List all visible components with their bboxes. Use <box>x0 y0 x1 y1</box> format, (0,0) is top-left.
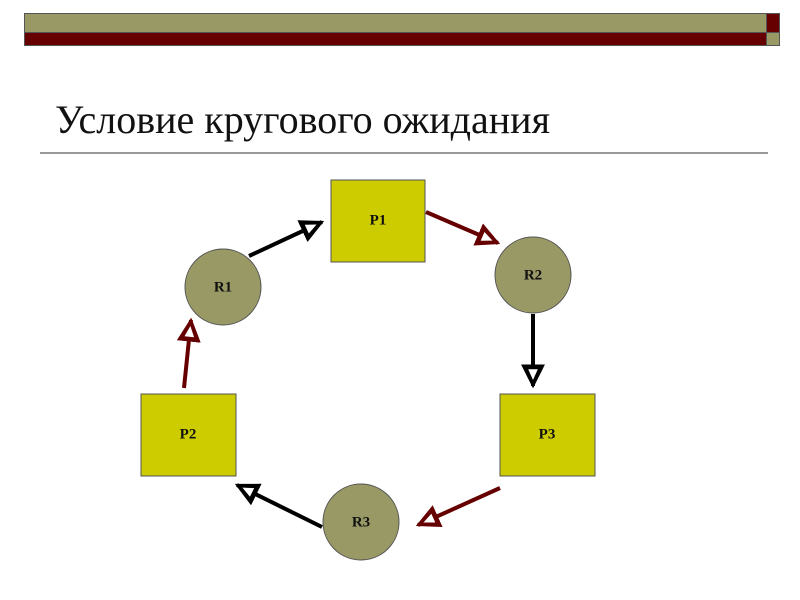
resource-r3: R3 <box>322 483 400 561</box>
title-divider <box>40 152 768 154</box>
resource-r1: R1 <box>184 248 262 326</box>
process-p2: P2 <box>140 393 237 477</box>
edge-p2-r1 <box>176 317 201 389</box>
edge-r3-p2 <box>234 483 323 529</box>
edge-r1-p1 <box>248 220 325 258</box>
resource-r2: R2 <box>494 236 572 314</box>
resource-label: R3 <box>352 514 370 530</box>
process-label: P3 <box>539 426 556 442</box>
process-p1: P1 <box>330 179 426 263</box>
process-label: P2 <box>180 426 197 442</box>
resource-label: R2 <box>524 267 542 283</box>
edge-p3-r3 <box>415 486 501 528</box>
header-square-olive <box>766 32 780 46</box>
process-p3: P3 <box>499 393 596 477</box>
process-label: P1 <box>370 212 387 228</box>
edge-p1-r2 <box>425 210 501 246</box>
slide-title: Условие кругового ожидания <box>55 97 550 142</box>
resource-label: R1 <box>214 279 232 295</box>
